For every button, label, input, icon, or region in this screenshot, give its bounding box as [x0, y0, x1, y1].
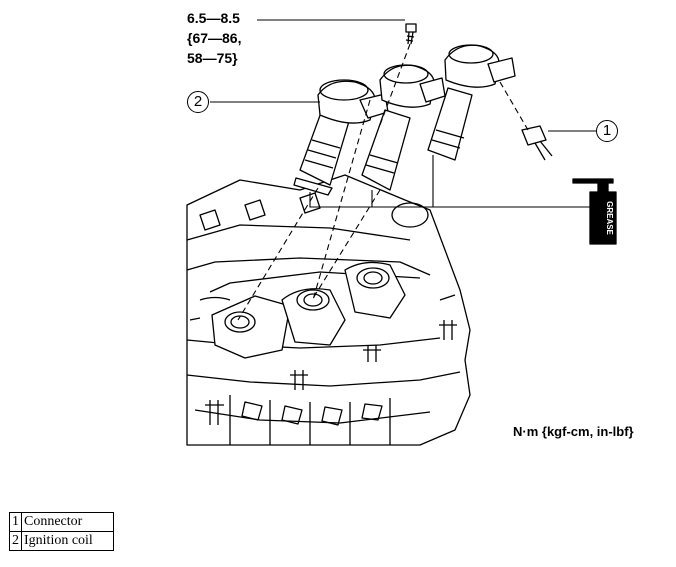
grease-label: GREASE — [605, 201, 614, 235]
torque-line-3: 58—75} — [187, 50, 238, 66]
legend-label: Ignition coil — [21, 531, 114, 551]
mounting-bolt — [405, 23, 417, 45]
legend-row: 1 Connector — [9, 512, 114, 532]
callout-1: 1 — [596, 120, 618, 142]
legend-row: 2 Ignition coil — [9, 531, 114, 551]
ignition-coil-middle — [361, 64, 446, 191]
install-lines — [237, 43, 529, 321]
ignition-coil-diagram: GREASE — [186, 19, 617, 446]
coil-bores — [211, 261, 406, 359]
ignition-coil-rear — [427, 44, 516, 161]
legend-number: 1 — [9, 512, 22, 532]
legend-table: 1 Connector 2 Ignition coil — [9, 512, 114, 551]
units-label: N·m {kgf-cm, in-lbf} — [513, 424, 634, 439]
leader-lines — [210, 19, 596, 208]
torque-spec: 6.5—8.5 {67—86, 58—75} — [187, 8, 241, 68]
callout-2: 2 — [187, 91, 209, 113]
legend-number: 2 — [9, 531, 22, 551]
torque-line-2: {67—86, — [187, 30, 242, 46]
torque-line-1: 6.5—8.5 — [187, 10, 240, 26]
studs — [205, 320, 457, 425]
grease-can — [572, 178, 617, 245]
connector — [521, 125, 553, 161]
legend-label: Connector — [21, 512, 114, 532]
